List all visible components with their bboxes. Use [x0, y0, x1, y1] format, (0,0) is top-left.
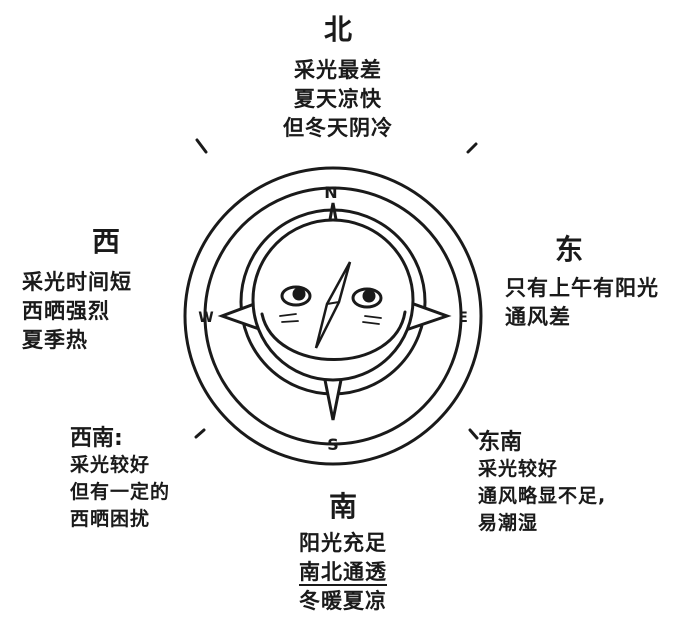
south-line-1: 阳光充足 — [299, 531, 387, 555]
east-line-2: 通风差 — [505, 305, 571, 329]
compass-letter-n: N — [324, 183, 337, 202]
cheek-marks — [279, 313, 382, 325]
west-line-2: 西晒强烈 — [22, 299, 110, 323]
west-line-1: 采光时间短 — [22, 270, 132, 294]
north-line-3: 但冬天阴冷 — [283, 116, 393, 140]
north-line-1: 采光最差 — [294, 58, 382, 82]
southwest-line-3: 西晒困扰 — [70, 508, 151, 530]
direction-ticks — [194, 138, 479, 440]
east-title: 东 — [555, 233, 584, 266]
south-line-2-text: 南北通透 — [299, 560, 387, 586]
compass-letter-w: W — [198, 310, 213, 326]
compass-outer-ring — [183, 166, 483, 466]
southeast-line-2: 通风略显不足, — [478, 485, 607, 507]
south-line-2: 南北通透 — [278, 558, 408, 587]
southeast-line-1: 采光较好 — [478, 458, 559, 480]
north-title: 北 — [323, 13, 352, 46]
west-note: 西 采光时间短 西晒强烈 夏季热 — [22, 220, 132, 355]
southwest-title: 西南: — [70, 426, 123, 451]
south-note: 南 阳光充足 南北通透 冬暖夏凉 — [278, 485, 408, 616]
east-line-1: 只有上午有阳光 — [505, 276, 659, 300]
east-note: 东 只有上午有阳光 通风差 — [505, 228, 659, 332]
southeast-note: 东南 采光较好 通风略显不足, 易潮湿 — [478, 424, 606, 537]
smile-mouth — [260, 310, 407, 361]
southwest-line-1: 采光较好 — [70, 454, 151, 476]
north-line-2: 夏天凉快 — [294, 87, 382, 111]
southeast-line-3: 易潮湿 — [478, 512, 539, 534]
compass-letter-s: S — [327, 435, 339, 454]
compass-inner-ring — [203, 186, 463, 446]
southeast-title: 东南 — [478, 430, 523, 455]
west-title: 西 — [92, 225, 121, 258]
south-line-3: 冬暖夏凉 — [299, 589, 387, 613]
compass-needle — [314, 261, 352, 349]
west-line-3: 夏季热 — [22, 328, 88, 352]
south-title: 南 — [328, 490, 357, 523]
north-note: 北 采光最差 夏天凉快 但冬天阴冷 — [268, 8, 408, 143]
compass-letter-e: E — [458, 310, 468, 326]
southwest-note: 西南: 采光较好 但有一定的 西晒困扰 — [70, 420, 170, 533]
southwest-line-2: 但有一定的 — [70, 481, 171, 503]
